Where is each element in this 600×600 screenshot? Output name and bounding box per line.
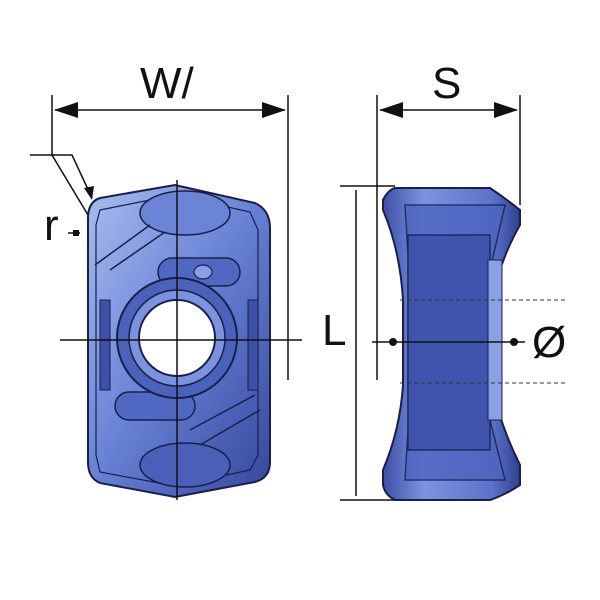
insert-side-view (382, 187, 521, 501)
arrow-left-icon (54, 102, 78, 118)
arrow-left-icon (379, 102, 403, 118)
radius-arrow-icon (84, 186, 94, 200)
width-label: W/ (140, 59, 195, 108)
arrow-right-icon (494, 102, 518, 118)
radius-label: r (44, 201, 59, 250)
diameter-label: Ø (532, 318, 566, 367)
length-label: L (322, 306, 346, 355)
insert-front-view (87, 183, 271, 499)
arrow-right-icon (262, 102, 286, 118)
thickness-label: S (432, 59, 461, 108)
